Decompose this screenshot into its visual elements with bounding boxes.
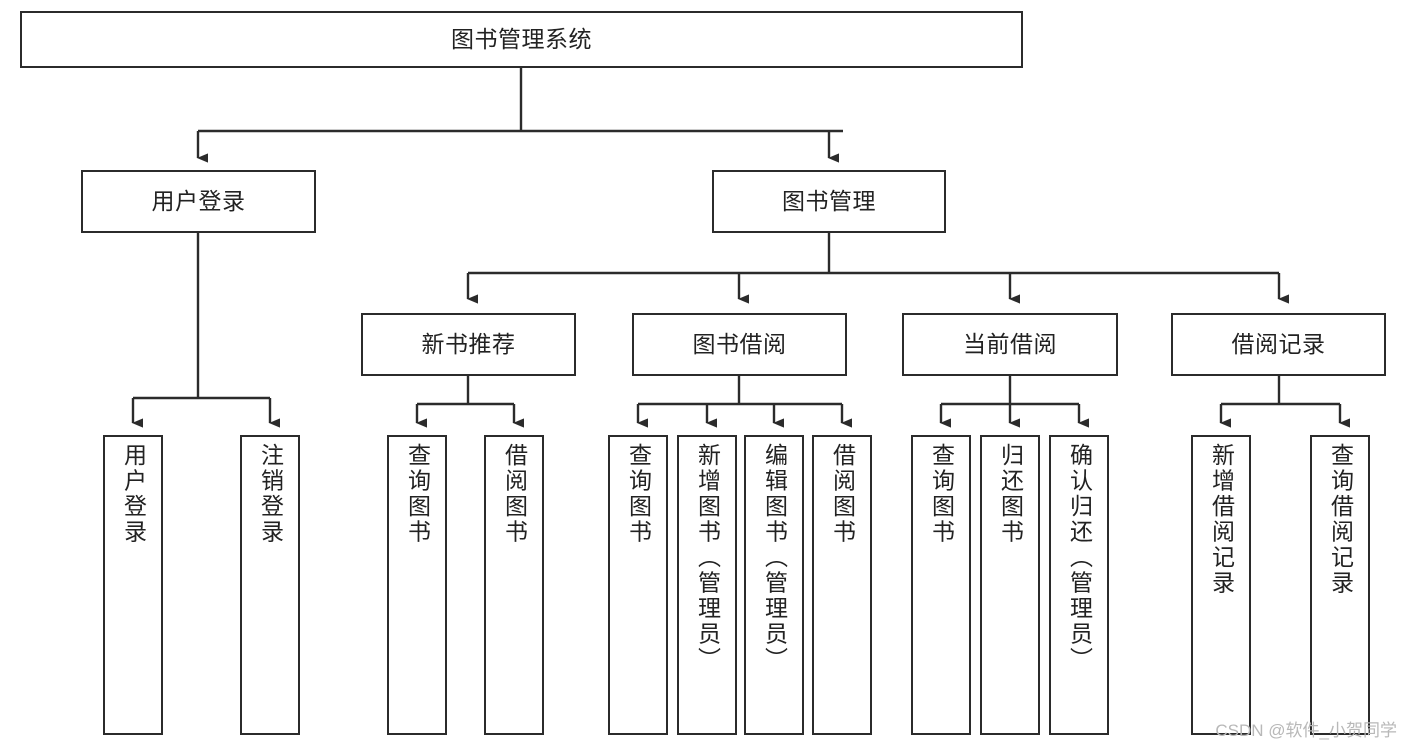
node-label: 查询图书 [928, 443, 955, 545]
leaf-borrow-record-add-record[interactable]: 新增借阅记录 [1191, 435, 1251, 735]
node-label: 注销登录 [257, 443, 284, 545]
node-label: 新增借阅记录 [1208, 443, 1235, 596]
node-root-book-management-system[interactable]: 图书管理系统 [20, 11, 1023, 68]
node-label: 用户登录 [151, 188, 246, 215]
node-book-management[interactable]: 图书管理 [712, 170, 946, 233]
node-label: 查询图书 [625, 443, 652, 545]
node-label: 图书借阅 [692, 331, 787, 358]
leaf-book-borrow-borrow-book[interactable]: 借阅图书 [812, 435, 872, 735]
node-label: 借阅图书 [829, 443, 856, 545]
node-new-book-recommend[interactable]: 新书推荐 [361, 313, 576, 376]
leaf-user-login-signin[interactable]: 用户登录 [103, 435, 163, 735]
leaf-current-borrow-return-book[interactable]: 归还图书 [980, 435, 1040, 735]
node-label: 新增图书（管理员） [694, 443, 721, 673]
node-label: 编辑图书（管理员） [761, 443, 788, 673]
node-label: 借阅图书 [501, 443, 528, 545]
node-label: 查询借阅记录 [1327, 443, 1354, 596]
node-label: 确认归还（管理员） [1066, 443, 1093, 673]
node-label: 图书管理 [782, 188, 876, 215]
leaf-borrow-record-query-record[interactable]: 查询借阅记录 [1310, 435, 1370, 735]
node-label: 查询图书 [404, 443, 431, 545]
node-user-login[interactable]: 用户登录 [81, 170, 316, 233]
leaf-current-borrow-query-book[interactable]: 查询图书 [911, 435, 971, 735]
node-current-borrow[interactable]: 当前借阅 [902, 313, 1118, 376]
node-label: 借阅记录 [1231, 331, 1326, 358]
node-label: 归还图书 [997, 443, 1024, 545]
node-label: 新书推荐 [421, 331, 516, 358]
node-label: 当前借阅 [963, 331, 1057, 358]
node-book-borrow[interactable]: 图书借阅 [632, 313, 847, 376]
leaf-book-borrow-edit-book-admin[interactable]: 编辑图书（管理员） [744, 435, 804, 735]
leaf-current-borrow-confirm-return-admin[interactable]: 确认归还（管理员） [1049, 435, 1109, 735]
leaf-new-book-borrow-book[interactable]: 借阅图书 [484, 435, 544, 735]
leaf-book-borrow-add-book-admin[interactable]: 新增图书（管理员） [677, 435, 737, 735]
node-borrow-record[interactable]: 借阅记录 [1171, 313, 1386, 376]
leaf-user-login-signout[interactable]: 注销登录 [240, 435, 300, 735]
node-label: 用户登录 [120, 443, 147, 545]
watermark-text: CSDN @软件_小贺同学 [1215, 721, 1397, 740]
leaf-new-book-query-book[interactable]: 查询图书 [387, 435, 447, 735]
node-label: 图书管理系统 [451, 26, 592, 53]
leaf-book-borrow-query-book[interactable]: 查询图书 [608, 435, 668, 735]
